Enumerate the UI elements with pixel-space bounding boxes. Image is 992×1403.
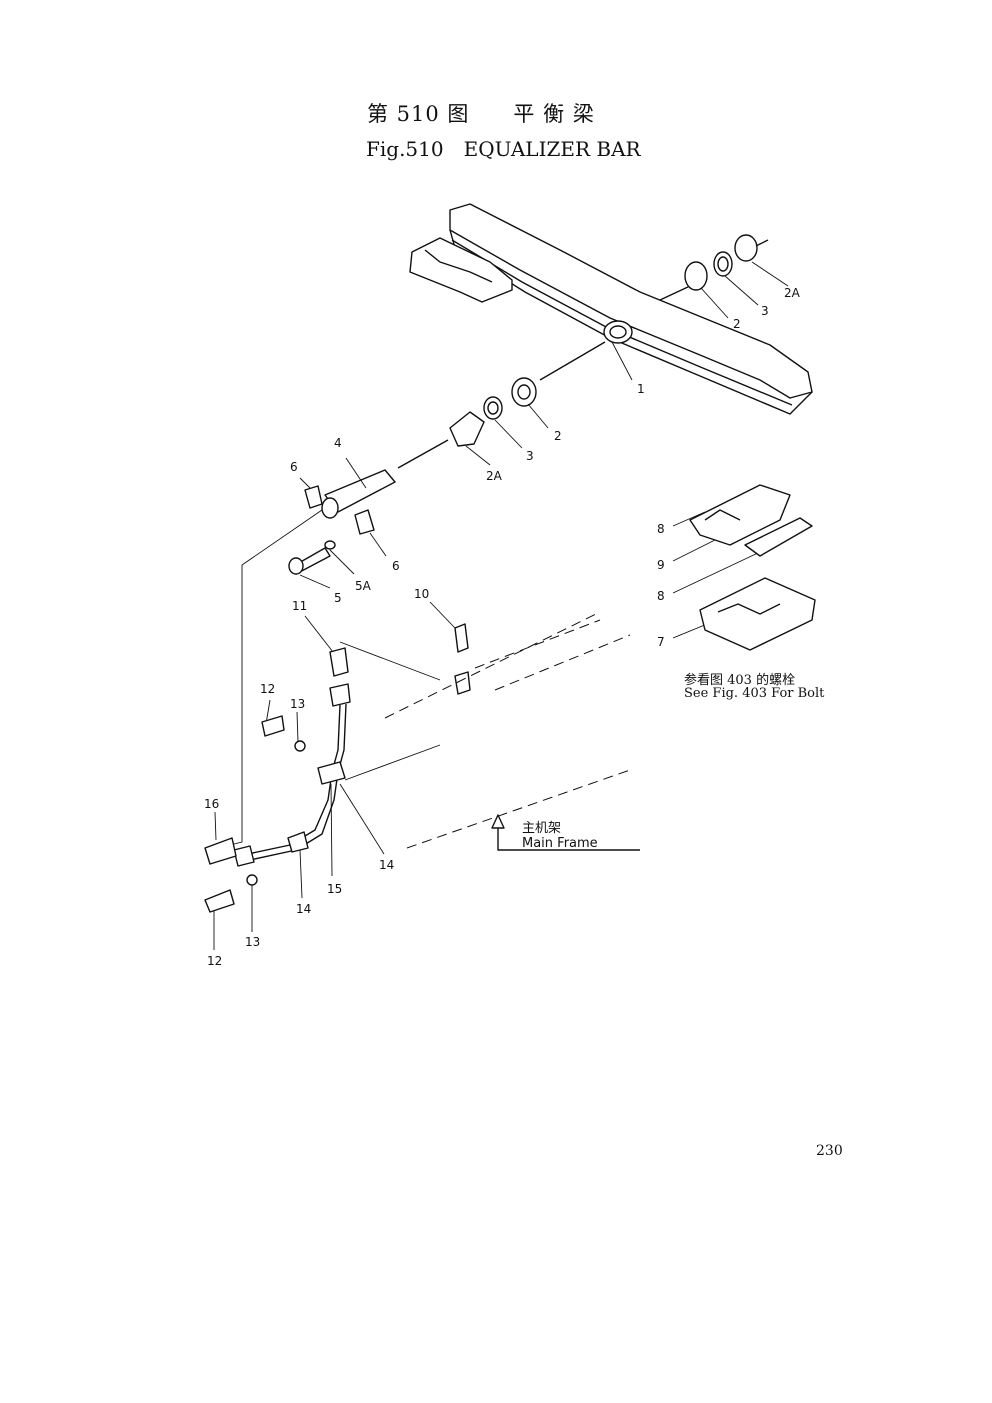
pin-assembly [288,469,396,575]
lower-bushing-set [397,341,606,469]
callout-2-upper: 2 [733,317,741,331]
callout-3-lower: 3 [526,449,534,463]
callout-15: 15 [327,882,342,896]
callout-13-upper: 13 [290,697,305,711]
callout-2-lower: 2 [554,429,562,443]
leader-lines [213,261,789,950]
guard-parts [689,484,816,651]
callout-14-right: 14 [379,858,394,872]
callout-8-upper: 8 [657,522,665,536]
callout-13-lower: 13 [245,935,260,949]
callout-9: 9 [657,558,665,572]
callout-12-upper: 12 [260,682,275,696]
callout-4: 4 [334,436,342,450]
callout-2A-upper: 2A [784,286,801,300]
callout-5A: 5A [355,579,372,593]
callout-14-left: 14 [296,902,311,916]
callout-11: 11 [292,599,307,613]
figure-title-chinese: 第 510 图 平 衡 梁 [367,102,595,126]
figure-title-english: Fig.510 EQUALIZER BAR [366,137,641,161]
callout-5: 5 [334,591,342,605]
callout-10: 10 [414,587,429,601]
callout-7: 7 [657,635,665,649]
equalizer-bar [409,203,813,415]
callout-8-lower: 8 [657,589,665,603]
page-number: 230 [816,1143,843,1159]
callout-3-upper: 3 [761,304,769,318]
callout-16: 16 [204,797,219,811]
main-frame-outline [384,611,640,851]
callout-6-lower: 6 [392,559,400,573]
main-frame-label-chinese: 主机架 [522,821,561,836]
main-frame-label-english: Main Frame [522,836,598,851]
bolt-note-english: See Fig. 403 For Bolt [684,686,825,701]
callout-12-lower: 12 [207,954,222,968]
upper-bushing-set [659,234,769,301]
callout-1: 1 [637,382,645,396]
callout-2A-lower: 2A [486,469,503,483]
bolt-note-chinese: 参看图 403 的螺栓 [684,673,796,688]
grease-line-assembly [204,623,469,913]
callout-6-upper: 6 [290,460,298,474]
